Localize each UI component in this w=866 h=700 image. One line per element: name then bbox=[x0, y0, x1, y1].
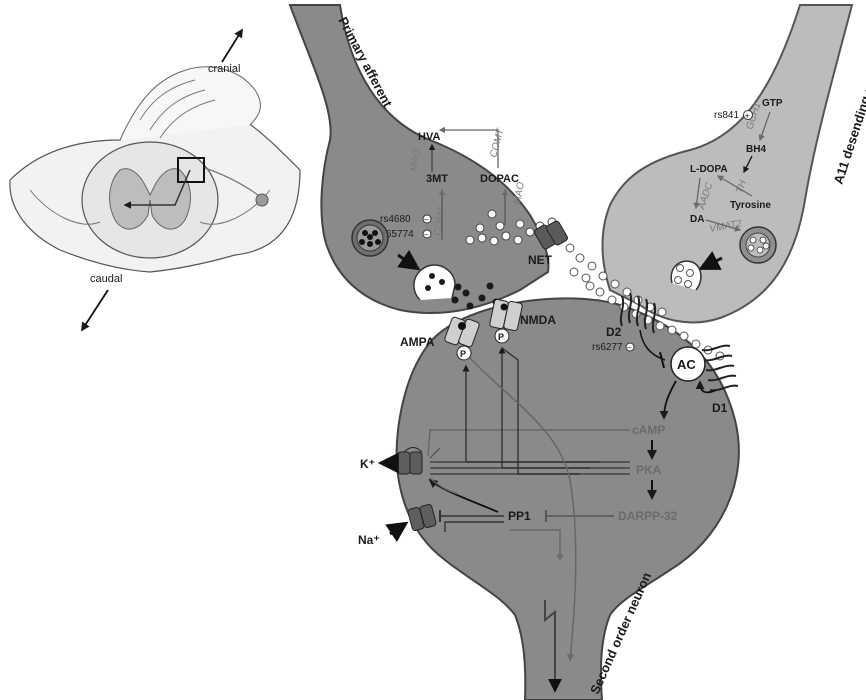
bh4-label: BH4 bbox=[746, 144, 766, 155]
cranial-label: cranial bbox=[208, 63, 240, 75]
svg-text:–: – bbox=[424, 215, 429, 224]
a11-vesicle bbox=[740, 227, 776, 263]
cranial-arrow bbox=[222, 30, 242, 62]
d2-label: D2 bbox=[606, 325, 622, 339]
d1-label: D1 bbox=[712, 401, 728, 415]
svg-text:+: + bbox=[745, 111, 750, 121]
spinal-cord-inset bbox=[10, 67, 300, 272]
gtp-label: GTP bbox=[762, 98, 783, 109]
dopac-label: DOPAC bbox=[480, 173, 519, 185]
caudal-label: caudal bbox=[90, 273, 122, 285]
camp-label: cAMP bbox=[632, 423, 665, 437]
ampa-label: AMPA bbox=[400, 335, 435, 349]
afferent-vesicle bbox=[352, 220, 388, 256]
phospho-ampa: P bbox=[460, 349, 466, 359]
rs4680-label: rs4680 bbox=[380, 214, 411, 225]
pp1-label: PP1 bbox=[508, 509, 531, 523]
rs6277-label: rs6277 bbox=[592, 342, 623, 353]
svg-text:–: – bbox=[627, 343, 632, 352]
pka-label: PKA bbox=[636, 463, 662, 477]
ac-label: AC bbox=[677, 357, 696, 372]
tyrosine-label: Tyrosine bbox=[730, 200, 771, 211]
phospho-nmda: P bbox=[498, 332, 504, 342]
caudal-arrow bbox=[82, 290, 108, 330]
nmda-label: NMDA bbox=[520, 313, 556, 327]
da-label: DA bbox=[690, 214, 704, 225]
3mt-label: 3MT bbox=[426, 173, 448, 185]
hva-label: HVA bbox=[418, 131, 440, 143]
darpp-label: DARPP-32 bbox=[618, 509, 678, 523]
nmda-receptor bbox=[489, 299, 523, 331]
svg-text:–: – bbox=[424, 230, 429, 239]
na-label: Na⁺ bbox=[358, 533, 380, 547]
rs841-label: rs841 bbox=[714, 110, 739, 121]
ldopa-label: L-DOPA bbox=[690, 164, 728, 175]
net-label: NET bbox=[528, 253, 553, 267]
k-label: K⁺ bbox=[360, 457, 375, 471]
